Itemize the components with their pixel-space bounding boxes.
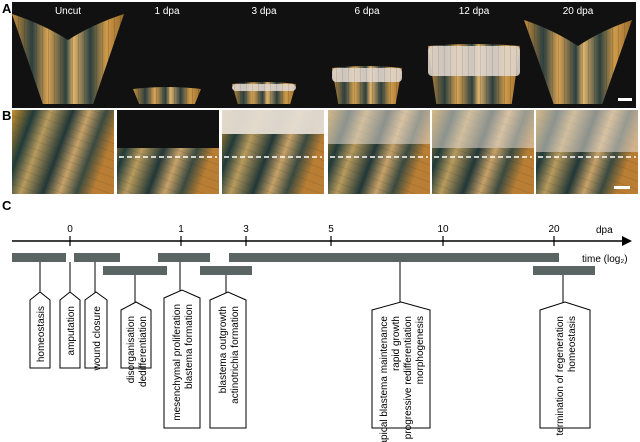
fin-6: 20 dpa — [524, 6, 632, 104]
closeup-4 — [328, 110, 430, 194]
fin-label: 6 dpa — [354, 6, 379, 17]
process-label: apical blastema maintenance — [379, 316, 390, 442]
axis-caption: time (log₂) — [582, 254, 628, 265]
process-bar — [158, 253, 210, 262]
callout-box — [84, 291, 108, 369]
closeup-regenerate — [328, 110, 430, 144]
closeup-6 — [536, 110, 638, 194]
axis-tick-label: 3 — [243, 224, 249, 235]
closeup-regenerate — [536, 110, 638, 152]
closeup-1 — [12, 110, 114, 194]
callout-box — [120, 301, 152, 369]
callout-box — [209, 291, 247, 429]
fin-label: 12 dpa — [459, 6, 490, 17]
callout-box — [539, 301, 591, 429]
callout-box — [59, 291, 81, 369]
callout-box — [163, 289, 201, 429]
process-label: blastema outgrowth — [218, 306, 229, 393]
panel-b-scale-bar — [614, 186, 630, 189]
fin-1: Uncut — [12, 6, 124, 104]
process-label: actinotrichia formation — [230, 306, 241, 404]
closeup-background — [117, 110, 219, 148]
closeup-regenerate — [222, 110, 324, 134]
process-callout: wound closure — [84, 262, 108, 372]
process-bar — [103, 266, 167, 275]
process-label: progressive redifferentiation — [403, 316, 414, 439]
process-label: homeostasis — [36, 306, 47, 362]
axis-tick-label: 1 — [178, 224, 184, 235]
process-label: wound closure — [92, 306, 103, 372]
fin-2: 1 dpa — [133, 6, 201, 104]
closeup-segments — [12, 110, 114, 194]
axis-tick-label: 5 — [328, 224, 334, 235]
panel-c-timeline: dpa time (log₂) 0 1 3 5 10 20 homeostasis amput… — [12, 224, 632, 442]
axis-tick-label: 20 — [548, 224, 560, 235]
regenerate-rays — [428, 46, 520, 76]
regenerate-rays — [232, 84, 296, 91]
axis-tick-label: 0 — [67, 224, 73, 235]
fin-label: 3 dpa — [251, 6, 276, 17]
process-label: disorganisation — [126, 316, 137, 383]
axis-tick-label: 10 — [437, 224, 449, 235]
closeup-5 — [432, 110, 534, 194]
closeup-regenerate — [432, 110, 534, 148]
regenerate-rays — [332, 68, 402, 82]
fin-label: Uncut — [55, 6, 81, 17]
process-label: termination of regeneration — [555, 316, 566, 436]
fin-3: 3 dpa — [232, 6, 296, 104]
process-bar — [200, 266, 252, 275]
axis-unit: dpa — [596, 225, 613, 236]
panel-b-letter: B — [2, 108, 11, 123]
panel-c-letter: C — [2, 198, 12, 213]
process-label: amputation — [66, 306, 77, 355]
fin-label: 1 dpa — [154, 6, 179, 17]
fin-rays — [133, 87, 201, 104]
process-label: blastema formation — [184, 304, 195, 389]
fin-rays — [12, 14, 124, 104]
fin-label: 20 dpa — [563, 6, 594, 17]
panel-a-scale-bar — [618, 98, 632, 101]
process-label: homeostasis — [567, 316, 578, 372]
closeup-2 — [117, 110, 219, 194]
fin-4: 6 dpa — [332, 6, 402, 104]
fin-rays — [524, 20, 632, 104]
panel-a-letter: A — [2, 1, 12, 16]
closeup-3 — [222, 110, 324, 194]
process-label: rapid growth — [391, 316, 402, 371]
process-label: dedifferentiation — [138, 316, 149, 387]
callout-box — [371, 301, 431, 429]
process-callout: homeostasis — [29, 262, 51, 369]
process-bar — [12, 253, 66, 262]
process-bar — [533, 266, 595, 275]
process-bar — [74, 253, 120, 262]
fin-5: 12 dpa — [428, 6, 520, 104]
panel-b-closeups — [12, 110, 638, 194]
panel-a-fins: Uncut 1 dpa 3 dpa 6 dpa 12 dpa 20 dpa — [12, 6, 632, 104]
callout-box — [29, 291, 51, 369]
time-axis-arrowhead — [622, 236, 632, 246]
process-callout: amputation — [59, 262, 81, 369]
process-bar — [229, 253, 559, 262]
process-label: morphogenesis — [415, 316, 426, 384]
process-label: mesenchymal proliferation — [172, 304, 183, 421]
